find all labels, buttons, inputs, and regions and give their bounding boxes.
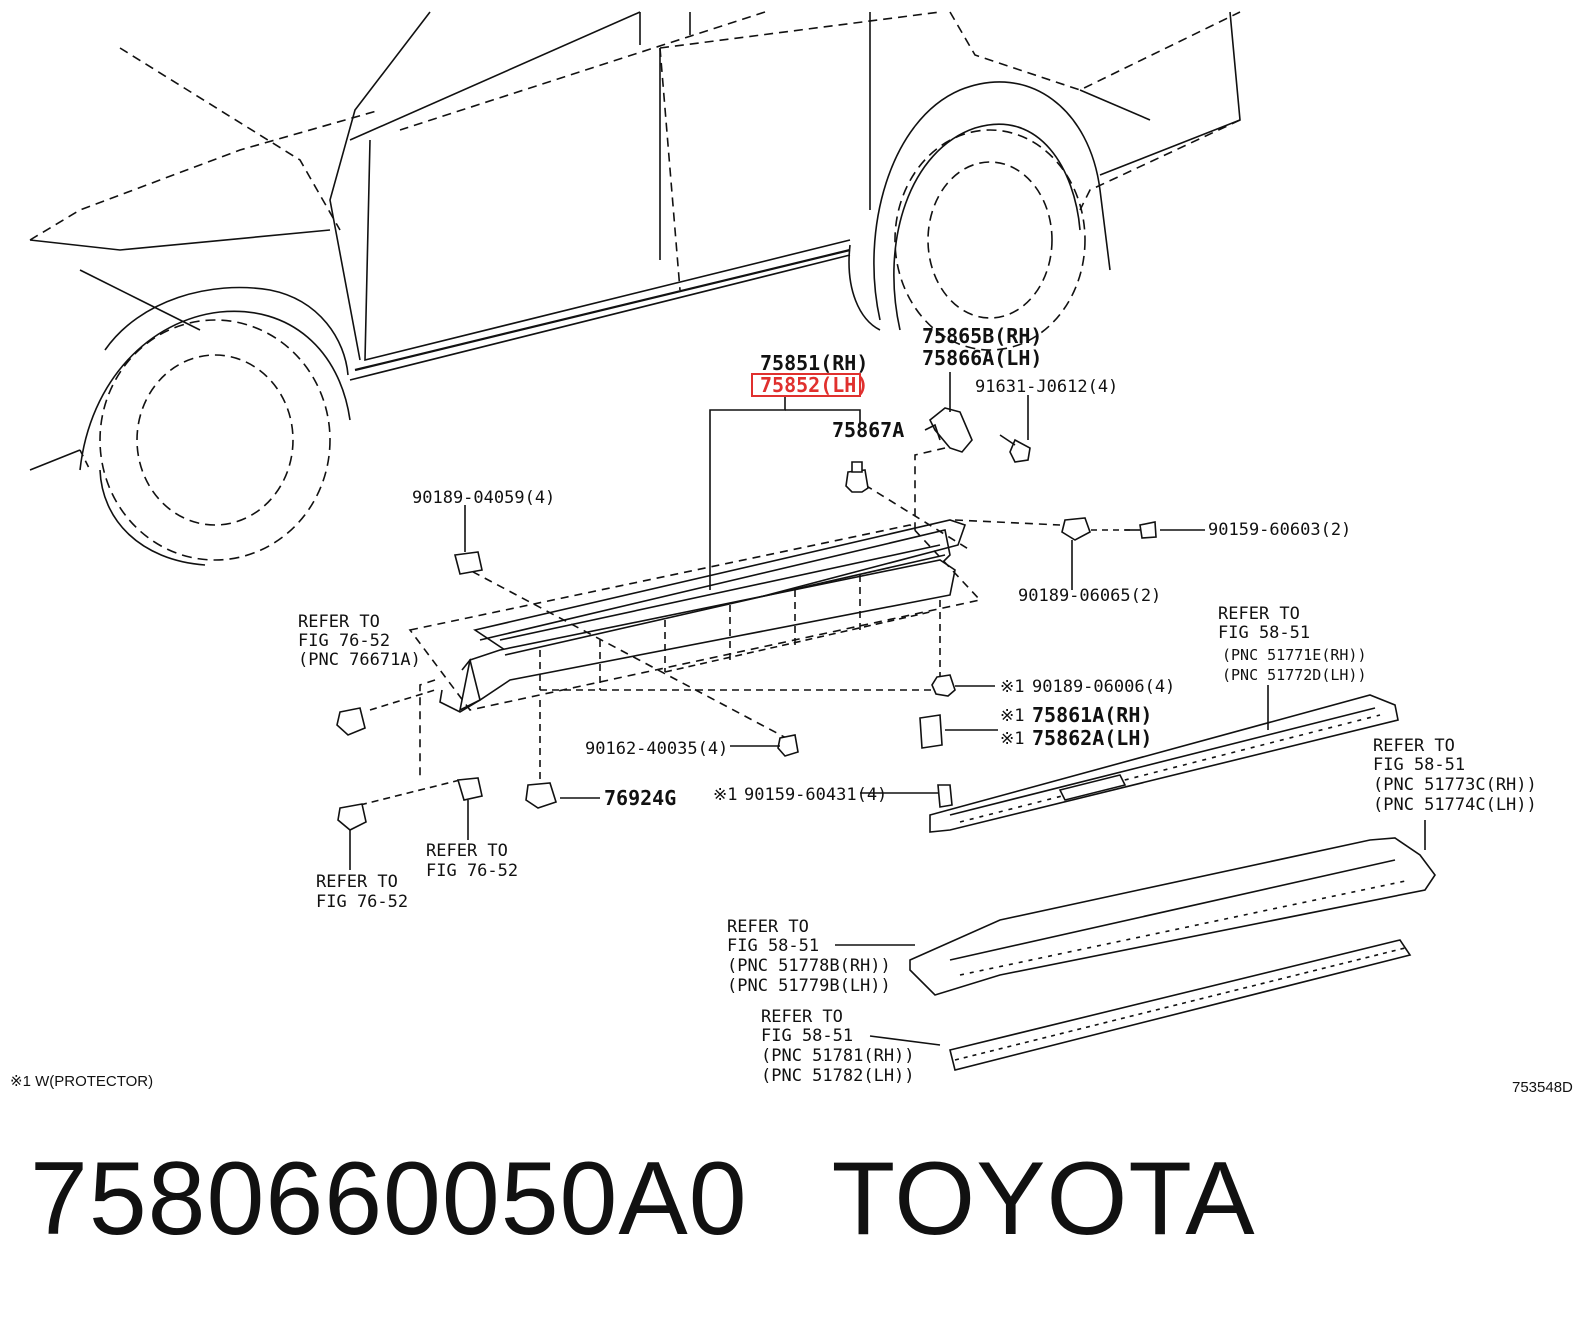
- callout-90189-06065: 90189-06065(2): [1018, 586, 1161, 606]
- vehicle-outline: [29, 11, 1241, 566]
- svg-text:REFER TO: REFER TO: [1218, 604, 1300, 624]
- running-boards: [909, 694, 1436, 1071]
- callout-90162-40035: 90162-40035(4): [585, 739, 728, 759]
- mark-1-c: ※1: [1000, 729, 1024, 749]
- svg-text:(PNC 51772D(LH)): (PNC 51772D(LH)): [1222, 666, 1367, 684]
- svg-text:(PNC 51774C(LH)): (PNC 51774C(LH)): [1373, 795, 1537, 815]
- callout-90159-60603: 90159-60603(2): [1208, 520, 1351, 540]
- callout-90189-04059: 90189-04059(4): [412, 488, 555, 508]
- figure-code: 753548D: [1512, 1079, 1573, 1096]
- svg-text:(PNC 51773C(RH)): (PNC 51773C(RH)): [1373, 775, 1537, 795]
- callout-labels: 75851(RH) 75852(LH) 75867A 75865B(RH) 75…: [10, 324, 1573, 1096]
- leader-lines: [349, 372, 1426, 1046]
- refer-76-52-b: REFER TO FIG 76-52: [316, 872, 408, 912]
- svg-text:FIG 58-51: FIG 58-51: [1218, 623, 1310, 643]
- svg-text:FIG 58-51: FIG 58-51: [1373, 755, 1465, 775]
- part-number: 7580660050A0: [30, 1141, 748, 1257]
- callout-90159-60431: 90159-60431(4): [744, 785, 887, 805]
- svg-text:REFER TO: REFER TO: [316, 872, 398, 892]
- callout-75866a: 75866A(LH): [922, 346, 1042, 370]
- svg-text:REFER TO: REFER TO: [426, 841, 508, 861]
- svg-text:FIG 58-51: FIG 58-51: [761, 1026, 853, 1046]
- callout-75865b: 75865B(RH): [922, 324, 1042, 348]
- svg-text:(PNC 51781(RH)): (PNC 51781(RH)): [761, 1046, 915, 1066]
- mark-1-d: ※1: [713, 785, 737, 805]
- svg-text:(PNC 76671A): (PNC 76671A): [298, 650, 421, 670]
- mark-1-b: ※1: [1000, 706, 1024, 726]
- hardware-parts: [336, 407, 1157, 831]
- svg-text:FIG 76-52: FIG 76-52: [316, 892, 408, 912]
- refer-58-51-pnc-51781: REFER TO FIG 58-51 (PNC 51781(RH)) (PNC …: [761, 1007, 915, 1086]
- svg-text:(PNC 51782(LH)): (PNC 51782(LH)): [761, 1066, 915, 1086]
- svg-text:REFER TO: REFER TO: [1373, 736, 1455, 756]
- callout-90189-06006: 90189-06006(4): [1032, 677, 1175, 697]
- svg-text:FIG 58-51: FIG 58-51: [727, 936, 819, 956]
- mark-1-a: ※1: [1000, 677, 1024, 697]
- callout-75861a: 75861A(RH): [1032, 703, 1152, 727]
- highlight-box: [751, 373, 861, 397]
- refer-58-51-pnc-51778b: REFER TO FIG 58-51 (PNC 51778B(RH)) (PNC…: [727, 917, 891, 996]
- svg-text:REFER TO: REFER TO: [761, 1007, 843, 1027]
- callout-75851: 75851(RH): [760, 351, 868, 375]
- refer-58-51-pnc-51773c: REFER TO FIG 58-51 (PNC 51773C(RH)) (PNC…: [1373, 736, 1537, 815]
- svg-text:FIG 76-52: FIG 76-52: [426, 861, 518, 881]
- part-caption: 7580660050A0 TOYOTA: [30, 1140, 1256, 1259]
- brand-name: TOYOTA: [831, 1141, 1256, 1257]
- footnote: ※1 W(PROTECTOR): [10, 1073, 153, 1090]
- svg-text:(PNC 51779B(LH)): (PNC 51779B(LH)): [727, 976, 891, 996]
- svg-text:(PNC 51771E(RH)): (PNC 51771E(RH)): [1222, 646, 1367, 664]
- svg-text:FIG 76-52: FIG 76-52: [298, 631, 390, 651]
- refer-76-52-pnc-76671a: REFER TO FIG 76-52 (PNC 76671A): [298, 612, 421, 670]
- callout-91631: 91631-J0612(4): [975, 377, 1118, 397]
- refer-76-52-c: REFER TO FIG 76-52: [426, 841, 518, 881]
- callout-75852: 75852(LH): [760, 373, 868, 397]
- refer-58-51-pnc-51771e: REFER TO FIG 58-51 (PNC 51771E(RH)) (PNC…: [1218, 604, 1367, 684]
- callout-75862a: 75862A(LH): [1032, 726, 1152, 750]
- svg-text:REFER TO: REFER TO: [298, 612, 380, 632]
- rocker-panel-assembly: [359, 447, 1130, 806]
- svg-text:REFER TO: REFER TO: [727, 917, 809, 937]
- callout-75867a: 75867A: [832, 418, 904, 442]
- svg-text:(PNC 51778B(RH)): (PNC 51778B(RH)): [727, 956, 891, 976]
- callout-76924g: 76924G: [604, 786, 676, 810]
